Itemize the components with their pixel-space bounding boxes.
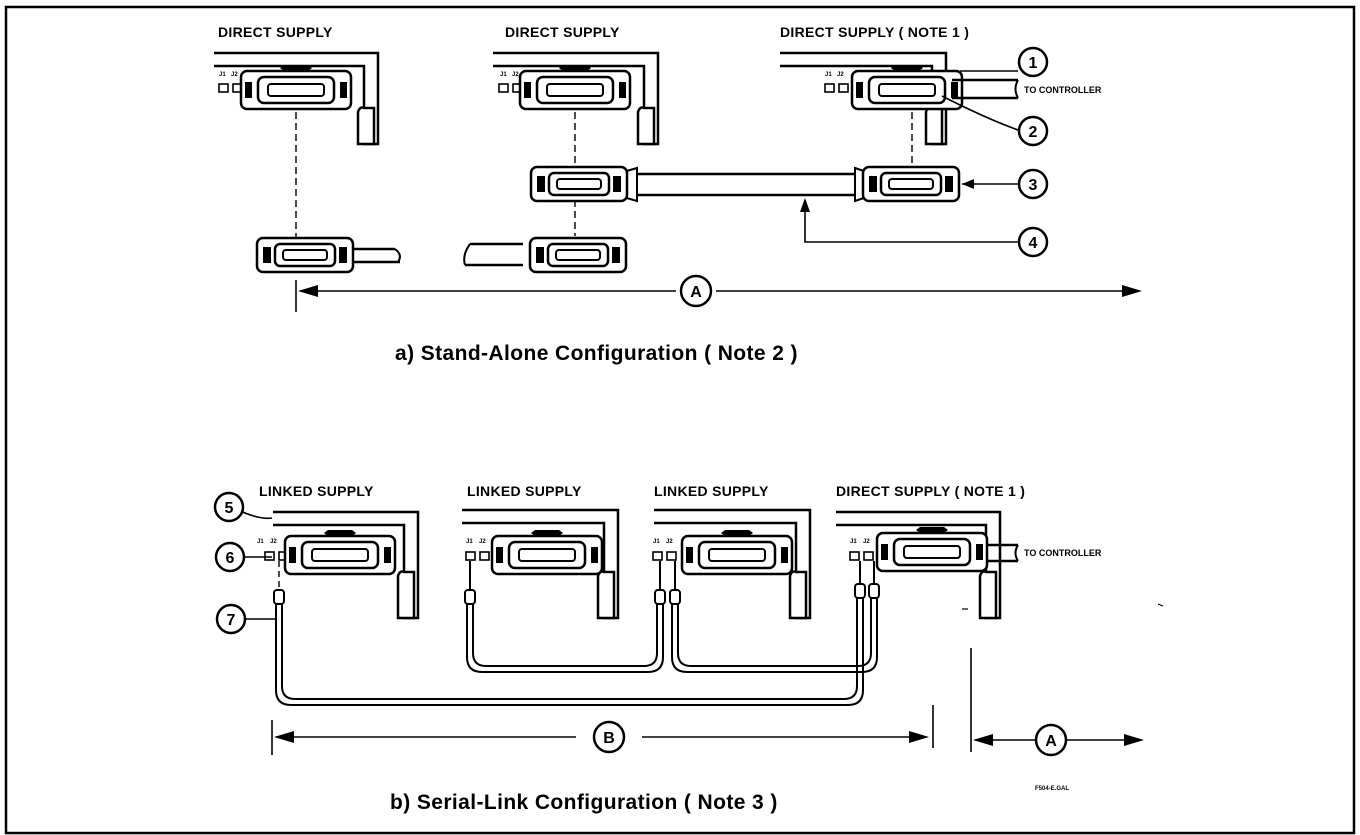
jack-label-j1: J1	[653, 539, 660, 545]
svg-text:A: A	[1045, 733, 1057, 750]
gpib-plug-left	[255, 236, 401, 274]
to-controller-a: TO CONTROLLER	[1024, 85, 1102, 95]
svg-text:5: 5	[225, 500, 234, 517]
svg-text:6: 6	[226, 550, 235, 567]
jack-label-j1: J1	[825, 72, 832, 78]
to-controller-b: TO CONTROLLER	[1024, 548, 1102, 558]
jack-label-j2: J2	[270, 539, 277, 545]
jack-label-j2: J2	[666, 539, 673, 545]
jack-label-j1: J1	[500, 72, 507, 78]
jack-label-j2: J2	[231, 72, 238, 78]
jack-label-j1: J1	[257, 539, 264, 545]
supply-label-b1: LINKED SUPPLY	[259, 483, 374, 499]
supply-label-a3: DIRECT SUPPLY ( NOTE 1 )	[780, 24, 969, 40]
direct-supply-b4: J1 J2 TO CONTROLLER	[836, 510, 1102, 620]
controller-cable-a	[952, 78, 1018, 100]
svg-text:4: 4	[1029, 235, 1038, 252]
svg-text:1: 1	[1029, 55, 1038, 72]
direct-supply-a3: J1 J2 TO CONTROLLER	[780, 51, 1102, 146]
link-cables	[275, 596, 878, 706]
linked-supply-b3: J1 J2	[652, 508, 812, 620]
gpib-cable-a	[529, 165, 961, 203]
jack-label-j1: J1	[850, 539, 857, 545]
direct-supply-a1: J1 J2	[214, 51, 380, 146]
callout-1: 1	[960, 46, 1049, 78]
supply-label-b2: LINKED SUPPLY	[467, 483, 582, 499]
figure-id: F504-E.GAL	[1035, 786, 1069, 792]
svg-text:A: A	[690, 284, 702, 301]
dimension-a: A	[295, 274, 1142, 312]
jack-label-j2: J2	[479, 539, 486, 545]
supply-label-b4: DIRECT SUPPLY ( NOTE 1 )	[836, 483, 1025, 499]
controller-cable-b	[986, 543, 1018, 563]
section-b-serial-link: LINKED SUPPLY LINKED SUPPLY LINKED SUPPL…	[213, 483, 1164, 814]
linked-supply-b1: J1 J2	[257, 510, 420, 620]
section-a-stand-alone: DIRECT SUPPLY DIRECT SUPPLY DIRECT SUPPL…	[214, 24, 1142, 365]
supply-label-a1: DIRECT SUPPLY	[218, 24, 333, 40]
supply-label-b3: LINKED SUPPLY	[654, 483, 769, 499]
linked-supply-b2: J1 J2	[462, 508, 620, 620]
callout-3: 3	[962, 168, 1049, 200]
dimension-b: B	[271, 705, 934, 755]
svg-text:7: 7	[227, 612, 236, 629]
direct-supply-a2: J1 J2	[493, 51, 660, 146]
jack-label-j2: J2	[512, 72, 519, 78]
figure-border	[4, 5, 1356, 835]
callout-6: 6	[214, 541, 272, 573]
dimension-a-b: A	[970, 648, 1144, 757]
jack-label-j1: J1	[219, 72, 226, 78]
jack-label-j1: J1	[466, 539, 473, 545]
callout-4: 4	[800, 198, 1049, 258]
jack-label-j2: J2	[837, 72, 844, 78]
caption-a: a) Stand-Alone Configuration ( Note 2 )	[395, 342, 798, 365]
caption-b: b) Serial-Link Configuration ( Note 3 )	[390, 791, 778, 814]
jack-label-j2: J2	[863, 539, 870, 545]
svg-text:2: 2	[1029, 124, 1038, 141]
callout-2: 2	[941, 95, 1049, 147]
svg-text:3: 3	[1029, 177, 1038, 194]
gpib-plug-middle	[463, 236, 628, 274]
callout-5: 5	[213, 491, 273, 523]
callout-7: 7	[215, 603, 276, 635]
svg-text:B: B	[603, 730, 615, 747]
supply-label-a2: DIRECT SUPPLY	[505, 24, 620, 40]
